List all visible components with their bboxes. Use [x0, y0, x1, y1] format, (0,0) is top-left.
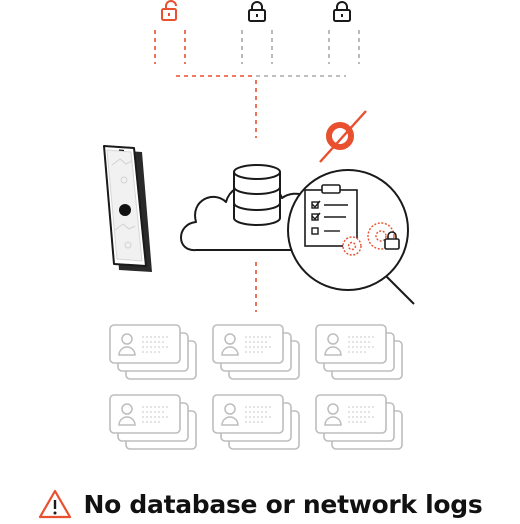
warning-icon	[38, 489, 71, 519]
gear-lock-icon	[384, 231, 400, 250]
broken-connection-icon	[319, 110, 367, 163]
caption-text: No database or network logs	[83, 489, 483, 519]
lock-connector-lines-middle	[241, 30, 273, 64]
padlock-icon	[248, 1, 266, 22]
caption: No database or network logs	[0, 484, 520, 524]
user-card-stack-icon	[109, 394, 197, 450]
lock-connector-lines-right	[328, 30, 360, 64]
padlock-icon	[333, 1, 351, 22]
checklist-icon	[304, 184, 358, 247]
phone-icon	[103, 145, 152, 272]
user-card-stack-icon	[212, 394, 300, 450]
user-card-stack-icon	[212, 324, 300, 380]
database-icon	[233, 164, 281, 226]
user-card-stack-icon	[315, 324, 403, 380]
unlocked-padlock-icon	[161, 0, 177, 21]
user-card-stack-icon	[109, 324, 197, 380]
lock-connector-lines-left	[154, 30, 186, 64]
user-card-stack-icon	[315, 394, 403, 450]
